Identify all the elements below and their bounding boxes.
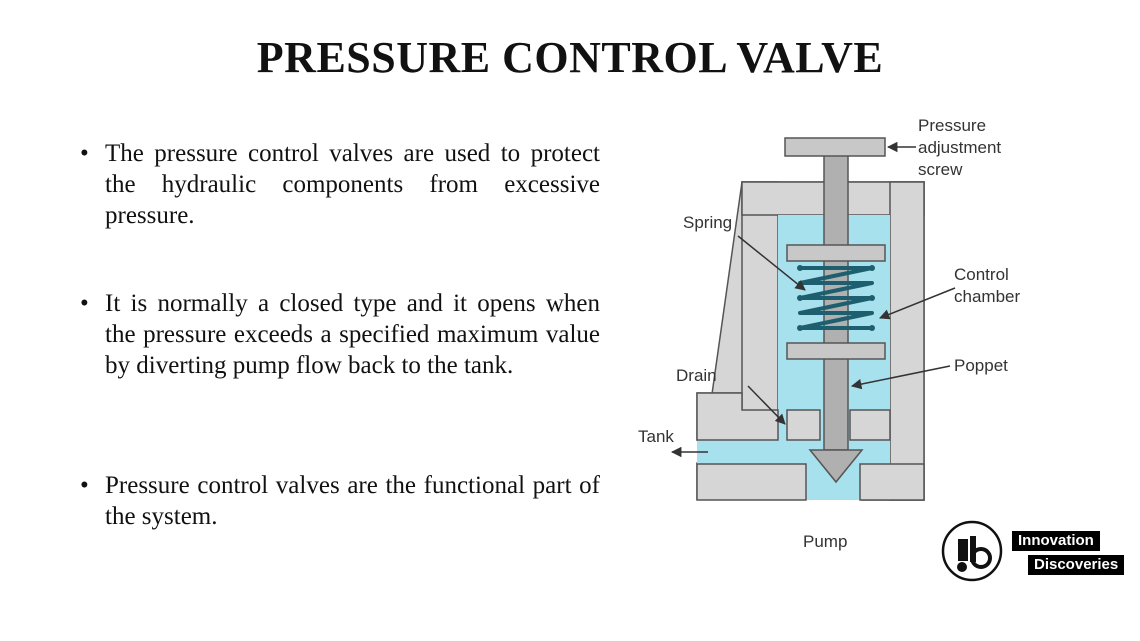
- drain-wall: [696, 392, 779, 441]
- label-tank: Tank: [638, 427, 674, 446]
- seat-right: [849, 409, 891, 441]
- spring-dot: [869, 295, 875, 301]
- label-poppet: Poppet: [954, 356, 1008, 375]
- bullet-item: • Pressure control valves are the functi…: [80, 470, 600, 532]
- bullet-text: Pressure control valves are the function…: [105, 472, 600, 530]
- bullet-item: • The pressure control valves are used t…: [80, 138, 600, 231]
- brand-logo: [941, 520, 1003, 582]
- gear-icon: [958, 539, 968, 561]
- spring-dot: [869, 265, 875, 271]
- cog-icon: [970, 547, 992, 569]
- bullet-item: • It is normally a closed type and it op…: [80, 288, 600, 381]
- leader-poppet: [850, 365, 951, 390]
- label-spring: Spring: [683, 213, 732, 232]
- slide-title: PRESSURE CONTROL VALVE: [256, 33, 884, 82]
- spring-dot: [797, 295, 803, 301]
- brand-name-line2: Discoveries: [1028, 555, 1125, 575]
- poppet-cone: [808, 449, 864, 484]
- label-drain: Drain: [676, 366, 717, 385]
- label-chamber: chamber: [954, 287, 1020, 306]
- wrench-icon: [970, 536, 976, 562]
- spring-dot: [797, 325, 803, 331]
- spring-coil: [798, 266, 874, 330]
- body-bottom-left: [696, 463, 807, 501]
- body-bottom-right: [859, 463, 925, 501]
- bullet-marker: •: [80, 140, 89, 167]
- bullet-marker: •: [80, 472, 89, 499]
- leader-control: [879, 287, 956, 320]
- leader-drain: [747, 385, 786, 425]
- spring-dot: [797, 265, 803, 271]
- valve-diagram: Pressure adjustment screw Spring Control…: [638, 116, 1020, 551]
- spring-plate-lower: [786, 342, 886, 360]
- small-cog-icon: [957, 562, 967, 572]
- bullet-text: The pressure control valves are used to …: [105, 140, 600, 229]
- label-pressure: Pressure: [918, 116, 986, 135]
- bullet-text: It is normally a closed type and it open…: [105, 290, 600, 379]
- label-pump: Pump: [803, 532, 847, 551]
- body-right-wall: [889, 181, 925, 501]
- spring-plate-upper: [786, 244, 886, 262]
- body-left-wall: [741, 181, 779, 441]
- spring-dot: [869, 325, 875, 331]
- label-screw: screw: [918, 160, 963, 179]
- brand-name-line1: Innovation: [1012, 531, 1100, 551]
- seat-left: [786, 409, 821, 441]
- bullet-marker: •: [80, 290, 89, 317]
- leader-spring: [737, 235, 806, 291]
- label-adjustment: adjustment: [918, 138, 1001, 157]
- adjustment-screw: [784, 137, 886, 157]
- label-control: Control: [954, 265, 1009, 284]
